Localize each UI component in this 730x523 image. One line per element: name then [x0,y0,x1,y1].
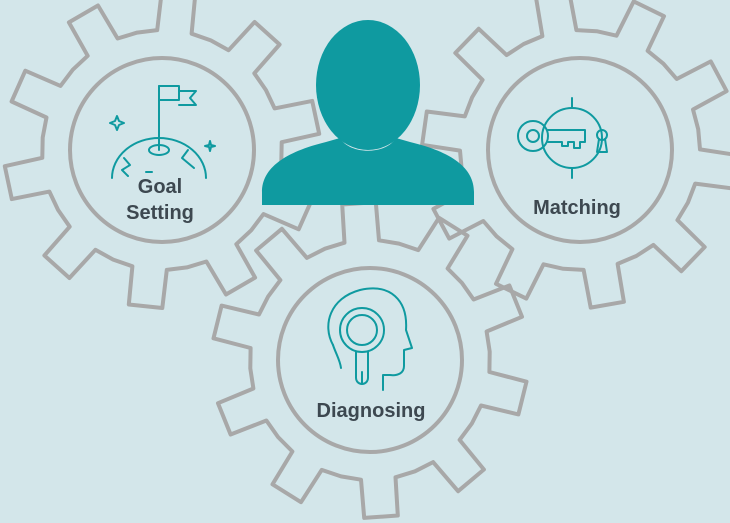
gear-matching [420,0,730,310]
gear-goal-teeth-outline [2,0,322,310]
gear-diagnosing [211,200,529,520]
gear-matching-teeth-outline [420,0,730,310]
goal-label-line-2: Setting [126,202,194,224]
flag-on-globe-icon [109,85,216,179]
key-and-keyhole-icon [517,97,608,179]
head-magnifier-icon [327,287,413,391]
goal-label-line-1: Goal [138,176,182,198]
gear-goal-setting [2,0,322,310]
gear-matching-inner-ring [486,56,674,244]
gear-diagnosing-teeth-outline [211,200,529,520]
gear-goal-inner-ring [68,56,256,244]
diagnosing-label: Diagnosing [317,400,426,422]
gear-diagnosing-inner-ring [276,266,464,454]
matching-label: Matching [533,197,621,219]
person-silhouette-icon [262,20,474,205]
